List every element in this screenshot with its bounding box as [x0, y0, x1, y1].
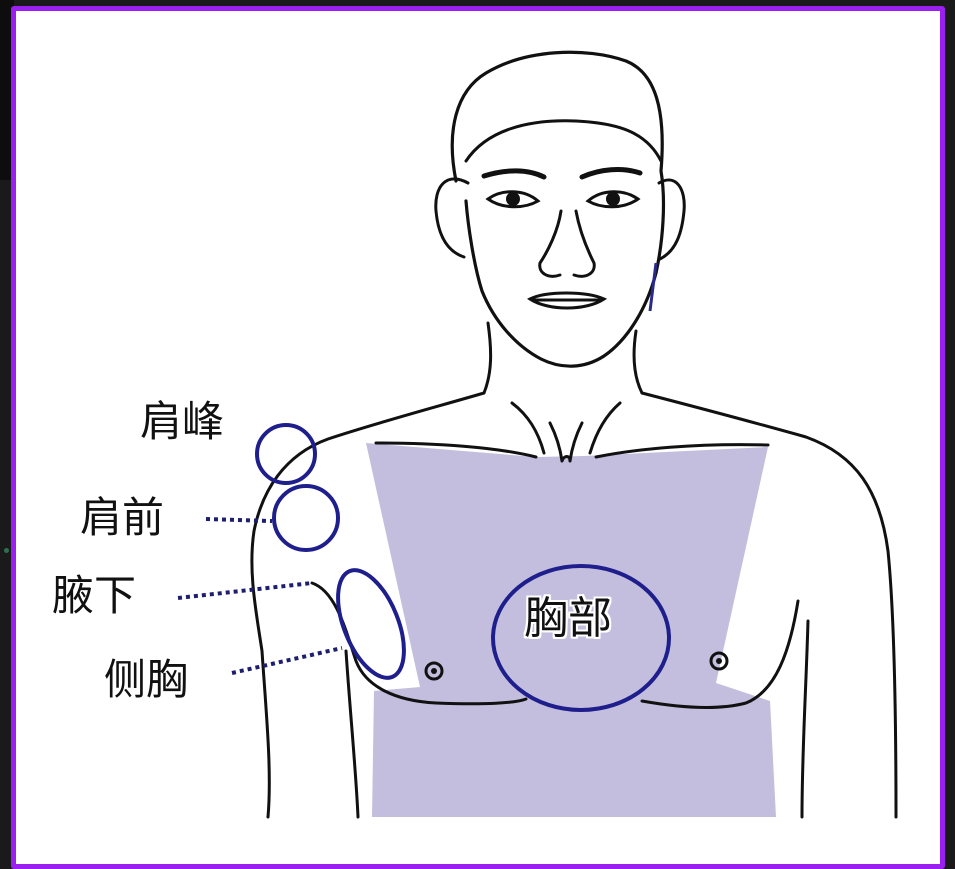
- left-nipple: [424, 661, 444, 681]
- side-chest-ellipse: [336, 568, 406, 680]
- collar-line: [374, 441, 770, 459]
- right-pectoral-line: [640, 599, 800, 709]
- chest-ellipse: [491, 564, 671, 712]
- body-illustration: [177, 50, 898, 819]
- right-shoulder: [640, 391, 898, 819]
- left-ear: [434, 177, 470, 259]
- neck-tendons: [510, 401, 622, 463]
- neck-right: [632, 329, 644, 395]
- side-chest-leader: [231, 646, 343, 675]
- left-inner-arm: [344, 649, 360, 819]
- chest-label: 胸部: [524, 593, 612, 644]
- shoulder-front-circle: [272, 484, 340, 552]
- head-outline: [450, 50, 666, 368]
- armpit-label: 腋下: [52, 571, 137, 620]
- neck-left: [482, 321, 493, 395]
- right-inner-arm: [800, 619, 810, 819]
- right-nipple-center: [716, 658, 722, 664]
- right-nipple: [709, 651, 729, 671]
- nose: [538, 209, 596, 278]
- right-pupil: [606, 192, 620, 206]
- left-shoulder: [250, 391, 486, 819]
- right-eyebrow: [579, 167, 643, 180]
- right-ear: [657, 178, 686, 261]
- jaw-mark: [648, 262, 658, 312]
- background-strip: [0, 0, 14, 180]
- chest-shaded-area: [366, 443, 776, 817]
- left-pupil: [506, 192, 520, 206]
- armpit-leader: [177, 581, 313, 600]
- hairline: [464, 119, 663, 163]
- edge-dot: [4, 548, 9, 553]
- shoulder-peak-label: 肩峰: [140, 397, 225, 446]
- shoulder-front-leader: [205, 517, 273, 523]
- diagram-frame: 肩峰 肩前 腋下 侧胸 胸部: [11, 6, 945, 869]
- side-chest-label: 侧胸: [104, 655, 189, 704]
- shoulder-front-label: 肩前: [80, 493, 165, 542]
- left-eyebrow: [481, 168, 547, 180]
- shoulder-peak-circle: [255, 423, 317, 485]
- mouth: [527, 291, 608, 310]
- left-nipple-center: [431, 668, 437, 674]
